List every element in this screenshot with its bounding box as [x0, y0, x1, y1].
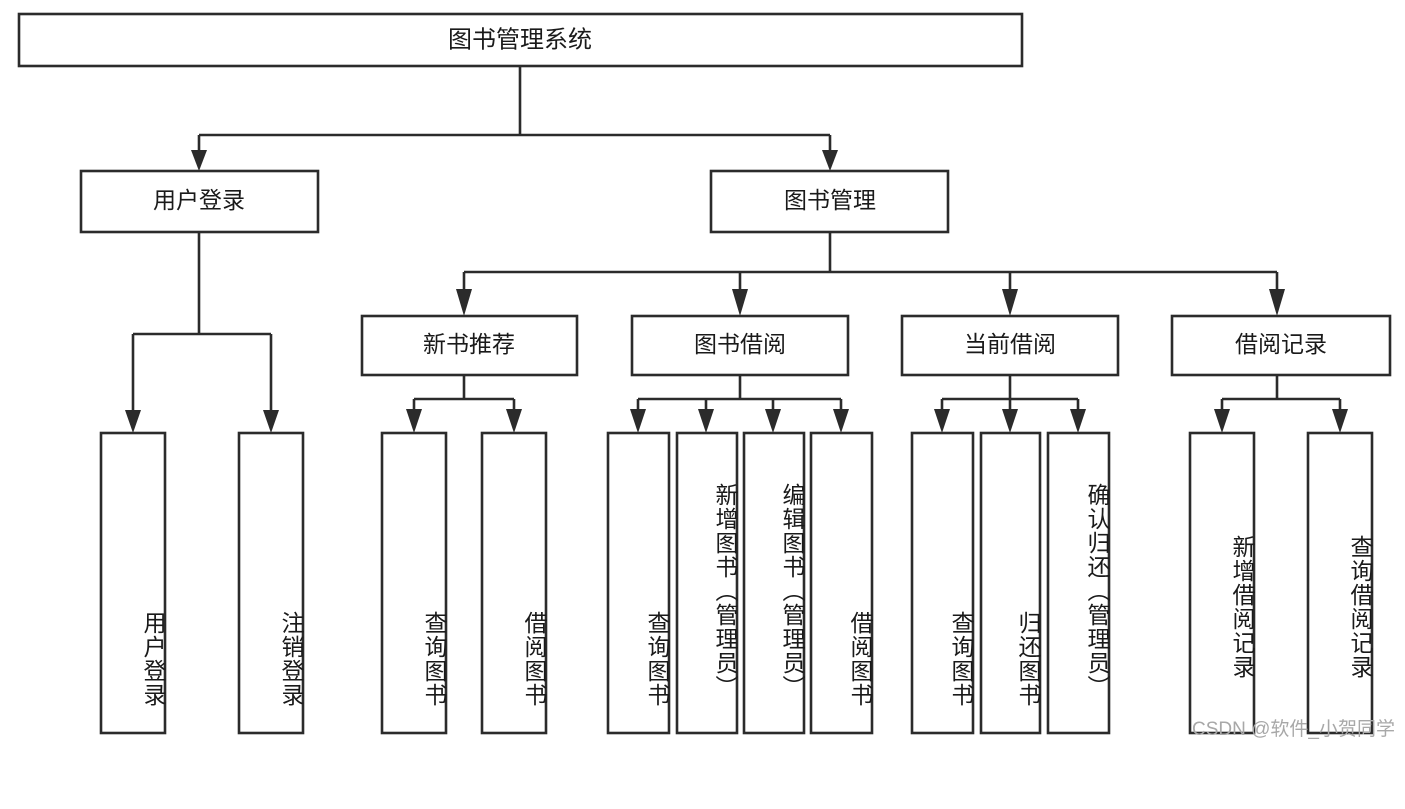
arrowhead-leaf-user-login: [125, 410, 141, 433]
node-book-manage-box[interactable]: [709, 169, 950, 234]
node-leaf-add-book-box[interactable]: [675, 431, 739, 735]
node-user-login[interactable]: 用户登录: [79, 169, 320, 234]
node-user-login-label: 用户登录: [153, 187, 245, 213]
arrowhead-leaf-query-record: [1332, 409, 1348, 433]
node-leaf-add-record-box[interactable]: [1188, 431, 1256, 735]
node-leaf-edit-book-box[interactable]: [742, 431, 806, 735]
arrowhead-leaf-borrow-book-2: [833, 409, 849, 433]
hierarchy-diagram: 图书管理系统 用户登录 图书管理 新书推荐 图书借阅 当前借阅 借阅记录: [17, 12, 1395, 740]
node-book-manage-label: 图书管理: [784, 187, 876, 213]
arrowhead-leaf-query-book-1: [406, 409, 422, 433]
node-new-book-recommend-box[interactable]: [360, 314, 579, 377]
node-book-borrow[interactable]: 图书借阅: [630, 314, 850, 377]
diagram-canvas: 图书管理系统 用户登录 图书管理 新书推荐 图书借阅 当前借阅 借阅记录: [17, 12, 1392, 735]
arrowhead-current-borrow: [1002, 289, 1018, 316]
arrowhead-leaf-add-book: [698, 409, 714, 433]
node-leaf-query-book-1-box[interactable]: [380, 431, 448, 735]
arrowhead-leaf-return-book: [1002, 409, 1018, 433]
node-root-label: 图书管理系统: [448, 26, 592, 53]
arrowhead-book-manage: [822, 150, 838, 171]
node-leaf-query-record-box[interactable]: [1306, 431, 1374, 735]
node-book-manage[interactable]: 图书管理: [709, 169, 950, 234]
arrowhead-leaf-query-book-2: [630, 409, 646, 433]
node-new-book-recommend-label: 新书推荐: [423, 331, 515, 357]
node-borrow-record-box[interactable]: [1170, 314, 1392, 377]
node-leaf-borrow-book-1-box[interactable]: [480, 431, 548, 735]
node-leaf-query-book-3-box[interactable]: [910, 431, 975, 735]
arrowhead-leaf-confirm-return: [1070, 409, 1086, 433]
arrowhead-leaf-query-book-3: [934, 409, 950, 433]
node-root[interactable]: 图书管理系统: [17, 12, 1024, 68]
arrowhead-leaf-borrow-book-1: [506, 409, 522, 433]
arrowhead-group: [125, 150, 1348, 433]
node-book-borrow-box[interactable]: [630, 314, 850, 377]
arrowhead-leaf-user-logout: [263, 410, 279, 433]
node-leaf-query-book-2-box[interactable]: [606, 431, 671, 735]
node-borrow-record-label: 借阅记录: [1235, 331, 1327, 357]
node-current-borrow-box[interactable]: [900, 314, 1120, 377]
node-current-borrow-label: 当前借阅: [964, 331, 1056, 357]
arrowhead-user-login: [191, 150, 207, 171]
node-leaf-borrow-book-2-box[interactable]: [809, 431, 874, 735]
node-leaf-user-logout-box[interactable]: [237, 431, 305, 735]
node-leaf-user-login-box[interactable]: [99, 431, 167, 735]
node-borrow-record[interactable]: 借阅记录: [1170, 314, 1392, 377]
watermark-text: CSDN @软件_小贺同学: [1192, 719, 1395, 740]
leaf-box-group: [99, 431, 1374, 735]
arrowhead-leaf-edit-book: [765, 409, 781, 433]
arrowhead-leaf-add-record: [1214, 409, 1230, 433]
node-leaf-return-book-box[interactable]: [979, 431, 1042, 735]
node-leaf-confirm-return-box[interactable]: [1046, 431, 1111, 735]
arrowhead-recommend: [456, 289, 472, 316]
node-user-login-box[interactable]: [79, 169, 320, 234]
node-current-borrow[interactable]: 当前借阅: [900, 314, 1120, 377]
node-root-box[interactable]: [17, 12, 1024, 68]
node-new-book-recommend[interactable]: 新书推荐: [360, 314, 579, 377]
node-book-borrow-label: 图书借阅: [694, 331, 786, 357]
arrowhead-borrow-record: [1269, 289, 1285, 316]
arrowhead-book-borrow: [732, 289, 748, 316]
